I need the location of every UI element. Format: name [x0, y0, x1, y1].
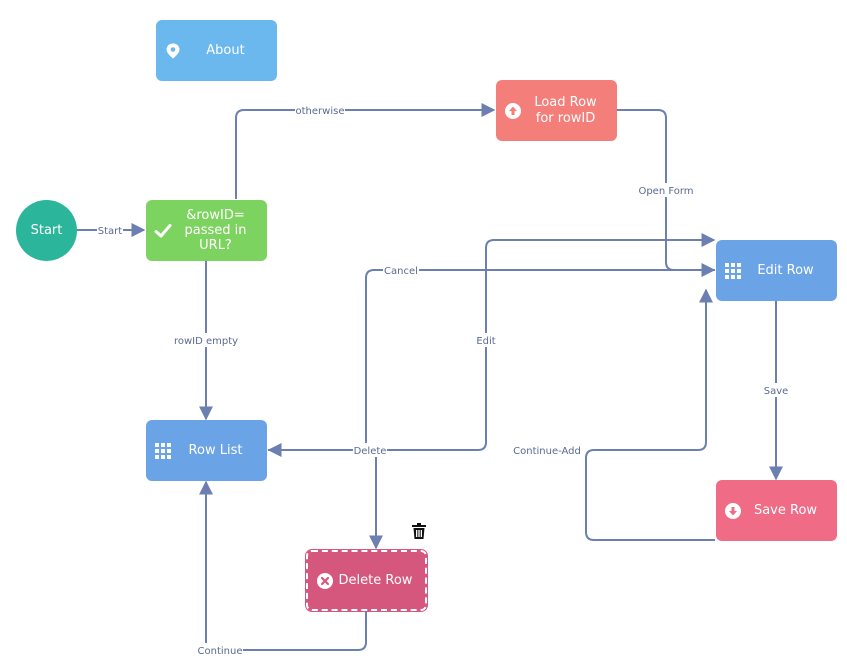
- x-circle-icon: [316, 572, 334, 590]
- upload-arrow-icon: [504, 102, 522, 120]
- edge-label-rowid-empty: rowID empty: [174, 336, 238, 347]
- edge-label-save: Save: [764, 386, 789, 397]
- decision-node-rowid-passed[interactable]: &rowID= passed in URL?: [146, 200, 267, 261]
- row-list-node[interactable]: Row List: [146, 420, 267, 481]
- map-pin-icon: [164, 42, 182, 60]
- load-row-node-label: Load Row for rowID: [534, 94, 597, 126]
- delete-row-node[interactable]: Delete Row: [305, 549, 428, 612]
- edge-label-continue: Continue: [198, 646, 243, 657]
- edit-row-node[interactable]: Edit Row: [716, 240, 837, 301]
- edge-label-open-form: Open Form: [638, 186, 693, 197]
- row-list-node-label: Row List: [188, 442, 243, 458]
- edge-label-otherwise: otherwise: [296, 106, 345, 117]
- start-node[interactable]: Start: [16, 200, 77, 261]
- start-node-label: Start: [30, 222, 63, 238]
- edge-label-cancel: Cancel: [384, 266, 418, 277]
- trash-icon[interactable]: [412, 523, 426, 539]
- edge-label-continue-add: Continue-Add: [513, 446, 581, 457]
- about-node[interactable]: About: [156, 20, 277, 81]
- decision-node-label: &rowID= passed in URL?: [184, 208, 247, 253]
- grid-icon: [724, 262, 742, 280]
- save-row-node-label: Save Row: [753, 502, 818, 518]
- about-node-label: About: [206, 42, 245, 58]
- edge-label-edit: Edit: [476, 336, 495, 347]
- load-row-node[interactable]: Load Row for rowID: [496, 80, 617, 141]
- delete-row-node-label: Delete Row: [338, 572, 413, 588]
- download-arrow-icon: [724, 502, 742, 520]
- edge-label-delete: Delete: [354, 446, 387, 457]
- checkmark-icon: [154, 222, 172, 240]
- edge-cancel: [267, 269, 715, 457]
- edge-otherwise: [235, 103, 496, 199]
- edge-label-start: Start: [98, 226, 123, 237]
- grid-icon: [154, 442, 172, 460]
- edit-row-node-label: Edit Row: [757, 262, 814, 278]
- save-row-node[interactable]: Save Row: [716, 480, 837, 541]
- edge-continue-add: [585, 288, 715, 541]
